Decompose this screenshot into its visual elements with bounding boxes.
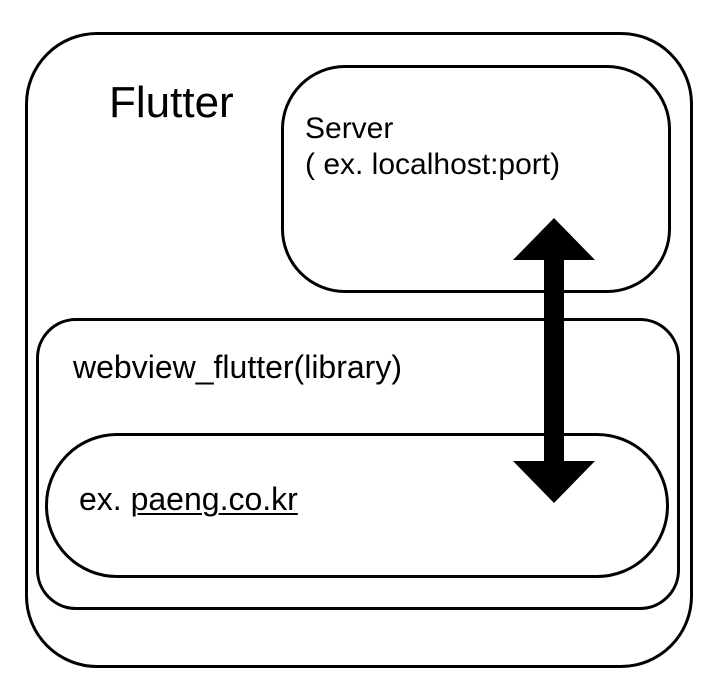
flutter-title: Flutter [109,78,234,127]
url-box [45,433,669,578]
arrow-head-down [513,461,595,503]
arrow-shaft [544,258,564,463]
url-line: ex. paeng.co.kr [79,480,298,518]
server-box [281,65,671,293]
webview-title: webview_flutter(library) [73,349,402,385]
server-example: ( ex. localhost:port) [305,148,561,181]
double-headed-arrow-icon [513,218,595,503]
url-link[interactable]: paeng.co.kr [130,481,298,517]
url-prefix: ex. [79,481,122,517]
arrow-head-up [513,218,595,260]
server-label: Server ( ex. localhost:port) [305,111,560,183]
server-title: Server [305,112,394,145]
